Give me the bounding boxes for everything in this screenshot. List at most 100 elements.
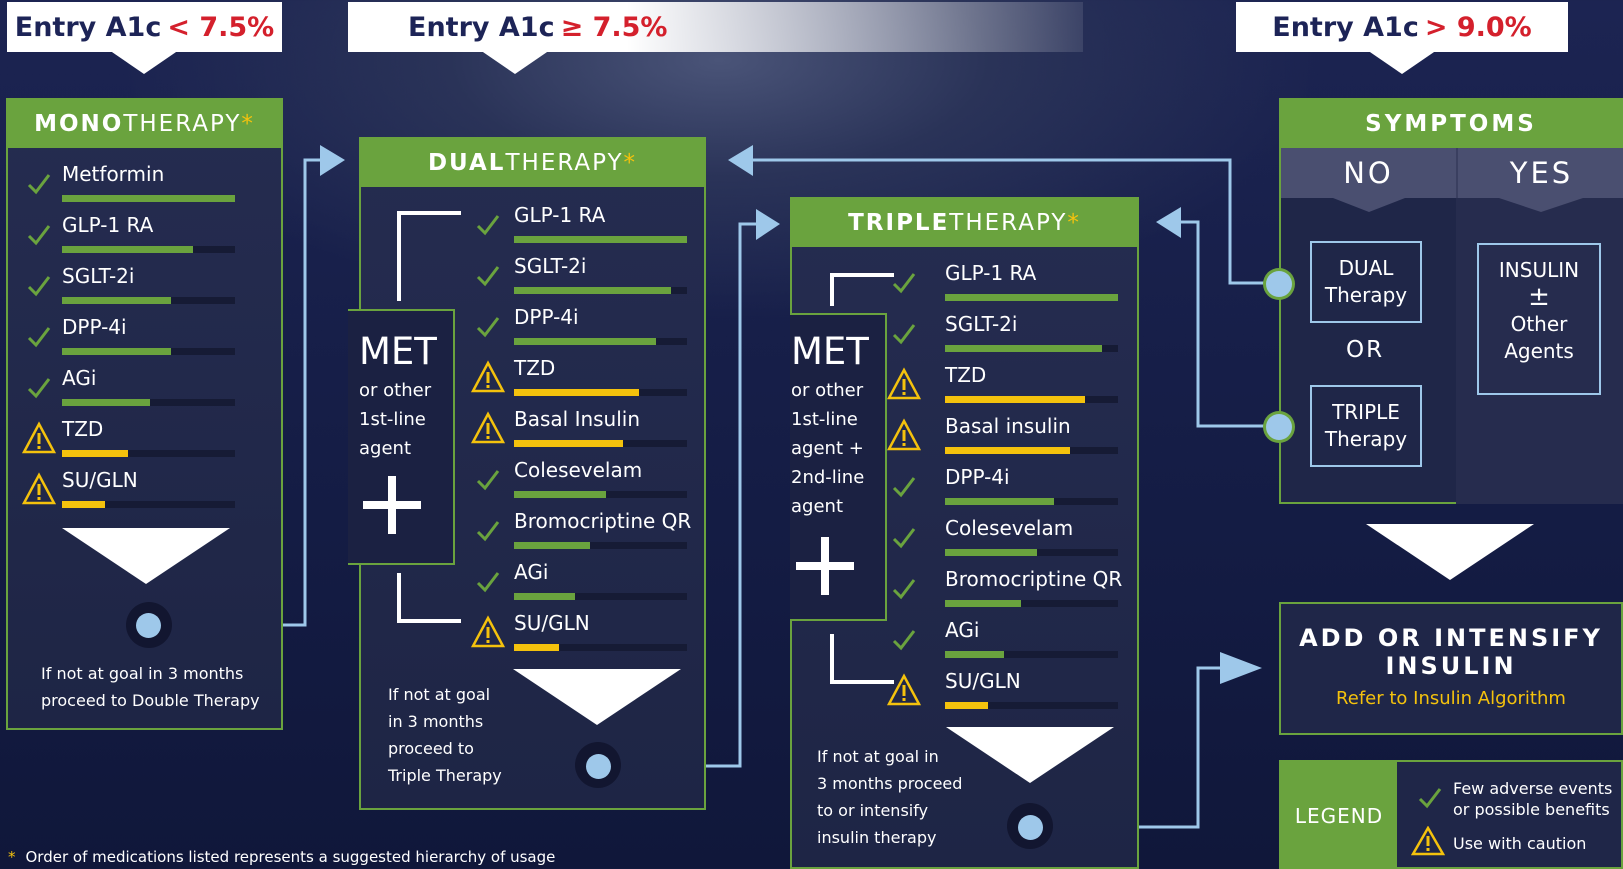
note-line: If not at goal [388,685,491,704]
option-line: Therapy [1324,427,1408,451]
preference-bar-fill [514,440,623,447]
met-sub-line: 2nd-line [791,467,865,488]
medication-icon [887,622,921,656]
met-label: MET [359,330,437,373]
medication-name: Basal insulin [945,414,1071,438]
insulin-option[interactable]: INSULIN ± Other Agents [1477,243,1601,395]
checkmark-icon [27,378,51,399]
medication-icon [887,520,921,554]
preference-bar-fill [62,195,235,202]
title-star: * [623,150,638,176]
medication-icon [471,462,505,496]
checkmark-icon [476,317,500,338]
warning-triangle-icon [470,360,506,393]
dual-therapy-option[interactable]: DUAL Therapy [1310,241,1422,323]
medication-item: TZD [62,417,235,459]
next-step-note: If not at goal in 3 months proceed to Do… [41,660,260,714]
entry-label: Entry A1c [408,11,555,43]
yes-header: YES [1456,148,1623,198]
triple-therapy-option[interactable]: TRIPLE Therapy [1310,385,1422,467]
medication-name: SU/GLN [62,468,138,492]
symptoms-panel: SYMPTOMS NO YES DUAL Therapy OR TRIPLE T… [1279,98,1623,504]
medication-name: AGi [62,366,97,390]
preference-bar-fill [514,338,656,345]
preference-bar-fill [514,644,559,651]
no-label: NO [1343,156,1394,190]
medication-icon [887,469,921,503]
medication-icon [471,513,505,547]
medication-item: SGLT-2i [62,264,235,306]
preference-bar-track [514,338,687,345]
medication-name: TZD [945,363,987,387]
bracket-top [830,273,894,306]
next-step-note: If not at goal in 3 months proceed to Tr… [388,681,502,789]
checkmark-icon [476,521,500,542]
checkmark-icon [476,215,500,236]
preference-bar-track [945,447,1118,454]
checkmark-icon [892,630,916,651]
preference-bar-track [514,644,687,651]
met-label: MET [791,330,869,373]
medication-icon [886,673,922,707]
preference-bar-fill [945,345,1102,352]
checkmark-icon [27,327,51,348]
title-bold: TRIPLE [848,210,950,236]
preference-bar-track [514,440,687,447]
medication-item: GLP-1 RA [62,213,235,255]
entry-notch [480,50,550,74]
medication-icon [887,316,921,350]
insulin-algorithm-link[interactable]: Refer to Insulin Algorithm [1336,688,1566,709]
preference-bar-fill [62,399,150,406]
met-sub-line: 1st-line [791,409,858,430]
note-line: in 3 months [388,712,484,731]
legend-ok-text: Few adverse events or possible benefits [1453,778,1612,820]
warning-triangle-icon [886,418,922,451]
medication-icon [471,564,505,598]
yes-label: YES [1509,156,1574,190]
connector-dot [586,754,611,779]
medication-icon [887,265,921,299]
preference-bar-fill [945,702,988,709]
panel-title: SYMPTOMS [1281,100,1621,148]
warning-triangle-icon [886,673,922,706]
preference-bar-track [945,702,1118,709]
medication-icon [887,571,921,605]
preference-bar-fill [62,501,105,508]
note-line: 3 months proceed [817,774,963,793]
warning-triangle-icon [886,367,922,400]
footnote-star: * [8,848,16,866]
preference-bar-track [62,246,235,253]
met-sub-line: agent [791,496,843,517]
checkmark-icon [27,276,51,297]
entry-label: Entry A1c [14,11,162,43]
met-sub-line: 1st-line [359,409,426,430]
medication-item: Basal insulin [945,414,1118,456]
medication-name: SGLT-2i [945,312,1018,336]
legend-title: LEGEND [1294,803,1384,828]
warning-triangle-icon [21,472,57,505]
medication-icon [471,258,505,292]
met-sub-line: agent [359,438,411,459]
preference-bar-track [945,549,1118,556]
medication-item: AGi [945,618,1118,660]
plus-minus: ± [1528,282,1550,312]
connector-dot [136,613,161,638]
medication-name: Metformin [62,162,165,186]
medication-name: TZD [62,417,104,441]
medication-icon [886,418,922,452]
medication-item: SU/GLN [62,468,235,510]
arrowhead-icon [320,145,345,176]
footnote: *Order of medications listed represents … [8,848,555,866]
medication-name: AGi [945,618,980,642]
checkmark-icon [476,572,500,593]
entry-banner-dual: Entry A1c ≥ 7.5% [348,2,1083,52]
preference-bar-fill [945,498,1054,505]
medication-name: GLP-1 RA [514,203,606,227]
option-line: Agents [1504,339,1574,363]
medication-name: DPP-4i [62,315,127,339]
preference-bar-track [945,294,1118,301]
met-sub-line: or other [359,380,432,401]
preference-bar-track [945,345,1118,352]
panel-title: TRIPLE THERAPY* [792,199,1137,247]
